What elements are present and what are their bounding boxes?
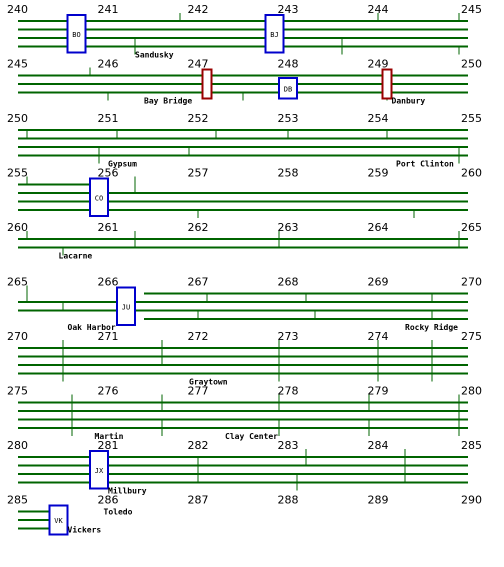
interlocking-box [264, 14, 285, 54]
milepost-label: 289 [368, 494, 389, 507]
station-name: Millbury [108, 486, 147, 496]
milepost-label: 275 [461, 330, 482, 343]
milepost-label: 285 [7, 494, 28, 507]
interlocking-code: JU [122, 303, 130, 311]
milepost-label: 246 [98, 58, 119, 71]
milepost-label: 258 [278, 167, 299, 180]
milepost-label: 285 [461, 439, 482, 452]
milepost-label: 249 [368, 58, 389, 71]
station-name: Danbury [392, 97, 426, 106]
milepost-label: 257 [188, 167, 209, 180]
station-name: Lacarne [59, 252, 93, 261]
milepost-label: 276 [98, 385, 119, 398]
milepost-label: 243 [278, 3, 299, 16]
milepost-label: 255 [7, 167, 28, 180]
milepost-label: 270 [7, 330, 28, 343]
milepost-label: 245 [7, 58, 28, 71]
milepost-label: 275 [7, 385, 28, 398]
milepost-label: 259 [368, 167, 389, 180]
milepost-label: 250 [7, 112, 28, 125]
station-name: Martin [95, 431, 124, 441]
station-name: Oak Harbor [68, 323, 116, 332]
milepost-label: 240 [7, 3, 28, 16]
milepost-label: 245 [461, 3, 482, 16]
milepost-label: 273 [278, 330, 299, 343]
milepost-label: 270 [461, 276, 482, 289]
milepost-label: 280 [7, 439, 28, 452]
station-name: Port Clinton [396, 159, 454, 169]
milepost-label: 251 [98, 112, 119, 125]
milepost-label: 253 [278, 112, 299, 125]
milepost-label: 242 [188, 3, 209, 16]
milepost-label: 279 [368, 385, 389, 398]
milepost-label: 265 [7, 276, 28, 289]
milepost-label: 241 [98, 3, 119, 16]
milepost-label: 254 [368, 112, 389, 125]
interlocking-box [89, 177, 109, 217]
milepost-label: 278 [278, 385, 299, 398]
milepost-label: 256 [98, 167, 119, 180]
milepost-label: 255 [461, 112, 482, 125]
interlocking-box [278, 77, 298, 100]
milepost-label: 272 [188, 330, 209, 343]
milepost-label: 277 [188, 385, 209, 398]
milepost-label: 286 [98, 494, 119, 507]
milepost-label: 260 [7, 221, 28, 234]
interlocking-code: JX [95, 467, 104, 475]
bridge-marker [201, 68, 213, 100]
interlocking-box [89, 450, 109, 490]
milepost-label: 271 [98, 330, 119, 343]
milepost-label: 250 [461, 58, 482, 71]
station-name: Bay Bridge [144, 96, 192, 106]
milepost-label: 266 [98, 276, 119, 289]
interlocking-code: DB [284, 85, 292, 93]
interlocking-code: CO [95, 194, 103, 202]
milepost-label: 284 [368, 439, 389, 452]
interlocking-code: VK [54, 517, 63, 525]
milepost-label: 269 [368, 276, 389, 289]
milepost-label: 288 [278, 494, 299, 507]
interlocking-code: BO [72, 31, 80, 39]
milepost-label: 247 [188, 58, 209, 71]
milepost-label: 265 [461, 221, 482, 234]
milepost-label: 290 [461, 494, 482, 507]
milepost-label: 261 [98, 221, 119, 234]
milepost-label: 281 [98, 439, 119, 452]
bridge-marker [381, 68, 393, 100]
milepost-label: 252 [188, 112, 209, 125]
milepost-label: 260 [461, 167, 482, 180]
milepost-label: 287 [188, 494, 209, 507]
milepost-label: 262 [188, 221, 209, 234]
station-name: Toledo [104, 508, 133, 517]
milepost-label: 263 [278, 221, 299, 234]
milepost-label: 282 [188, 439, 209, 452]
milepost-label: 268 [278, 276, 299, 289]
milepost-label: 267 [188, 276, 209, 289]
interlocking-code: BJ [270, 31, 278, 39]
milepost-label: 274 [368, 330, 389, 343]
interlocking-box [116, 286, 136, 326]
station-name: Clay Center [225, 432, 278, 441]
station-name: Vickers [68, 525, 102, 535]
interlocking-box [48, 504, 69, 536]
interlocking-box [66, 14, 87, 54]
milepost-label: 248 [278, 58, 299, 71]
milepost-label: 283 [278, 439, 299, 452]
station-name: Rocky Ridge [405, 322, 458, 332]
milepost-label: 244 [368, 3, 389, 16]
station-name: Sandusky [135, 51, 174, 60]
milepost-label: 280 [461, 385, 482, 398]
station-name: Graytown [189, 378, 228, 387]
milepost-label: 264 [368, 221, 389, 234]
station-name: Gypsum [108, 160, 137, 169]
